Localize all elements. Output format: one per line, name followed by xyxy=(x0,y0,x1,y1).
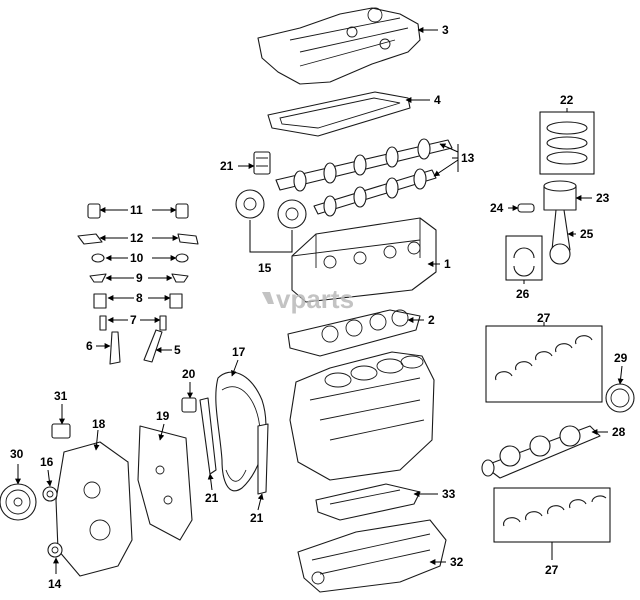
front-seal[interactable] xyxy=(47,542,63,558)
callout-33: 33 xyxy=(442,487,456,501)
callout-22: 22 xyxy=(560,93,574,107)
callout-11: 11 xyxy=(130,203,143,217)
valve-seals-7[interactable] xyxy=(99,315,167,331)
callout-9: 9 xyxy=(136,271,143,285)
camshaft-intake[interactable] xyxy=(275,138,453,192)
valve-springs-8[interactable] xyxy=(93,293,183,309)
callout-3: 3 xyxy=(442,23,449,37)
cylinder-head[interactable] xyxy=(291,217,437,303)
front-cover[interactable] xyxy=(55,441,133,577)
callout-14: 14 xyxy=(48,577,62,591)
callout-26: 26 xyxy=(516,287,530,301)
callout-1: 1 xyxy=(444,257,451,271)
callout-24: 24 xyxy=(490,201,504,215)
callout-30: 30 xyxy=(10,447,24,461)
callout-23: 23 xyxy=(596,191,610,205)
oil-pan[interactable] xyxy=(297,519,447,593)
valve-cover-gasket[interactable] xyxy=(267,91,411,137)
callout-5: 5 xyxy=(174,343,181,357)
piston-rings[interactable] xyxy=(539,111,595,175)
callout-21-sensor: 21 xyxy=(220,159,234,173)
callout-18: 18 xyxy=(92,417,106,431)
cam-position-sensor[interactable] xyxy=(253,151,271,175)
callout-10: 10 xyxy=(130,251,144,265)
valve-retainers-9[interactable] xyxy=(89,273,189,283)
rod-bearing[interactable] xyxy=(505,235,543,281)
chain-guide-left[interactable] xyxy=(199,397,217,475)
watermark-logo: vparts xyxy=(262,284,354,314)
camshaft-exhaust[interactable] xyxy=(313,168,437,217)
callout-20: 20 xyxy=(182,367,196,381)
callout-31: 31 xyxy=(54,389,68,403)
exhaust-valve-6[interactable] xyxy=(109,331,121,365)
valve-cover[interactable] xyxy=(257,7,421,85)
crankshaft-seal[interactable] xyxy=(42,486,58,502)
callout-4: 4 xyxy=(434,93,441,107)
callout-19: 19 xyxy=(156,409,170,423)
callout-21-guide-right: 21 xyxy=(250,511,264,525)
callout-17: 17 xyxy=(232,345,246,359)
lifters-11[interactable] xyxy=(87,203,189,219)
camshaft-solenoid[interactable] xyxy=(51,423,71,439)
chain-tensioner[interactable] xyxy=(181,397,197,413)
callout-28: 28 xyxy=(612,425,626,439)
engine-block[interactable] xyxy=(289,351,435,481)
timing-chain[interactable] xyxy=(215,371,267,492)
head-gasket[interactable] xyxy=(287,309,421,357)
callout-6: 6 xyxy=(86,339,93,353)
piston-pin[interactable] xyxy=(517,203,535,213)
callout-16: 16 xyxy=(40,455,54,469)
rear-main-seal[interactable] xyxy=(605,383,635,413)
callout-15: 15 xyxy=(258,261,272,275)
connecting-rod[interactable] xyxy=(549,209,571,265)
main-bearings-lower[interactable] xyxy=(493,487,611,543)
crankshaft-balancer[interactable] xyxy=(0,483,37,521)
watermark-text: vparts xyxy=(276,284,354,314)
cam-phaser-intake[interactable] xyxy=(235,189,265,219)
cam-phaser-exhaust[interactable] xyxy=(277,199,307,229)
oil-pump-tray[interactable] xyxy=(315,483,421,521)
callout-7: 7 xyxy=(130,313,137,327)
leader-lines xyxy=(15,27,624,574)
rocker-arms-12[interactable] xyxy=(77,233,199,245)
piston[interactable] xyxy=(543,180,577,211)
callout-27-upper: 27 xyxy=(537,311,551,325)
intake-valve-5[interactable] xyxy=(143,329,163,363)
timing-cover-inner[interactable] xyxy=(137,425,193,541)
callout-29: 29 xyxy=(614,351,628,365)
chain-guide-right[interactable] xyxy=(257,423,269,495)
callout-21-guide-left: 21 xyxy=(205,491,219,505)
callout-12: 12 xyxy=(130,231,144,245)
callout-32: 32 xyxy=(450,555,464,569)
callout-8: 8 xyxy=(136,291,143,305)
callouts: 3 4 21 13 15 1 2 33 32 17 20 21 21 19 18… xyxy=(10,23,628,591)
callout-27-lower: 27 xyxy=(545,563,559,577)
callout-13: 13 xyxy=(461,151,475,165)
main-bearings-upper[interactable] xyxy=(485,325,603,403)
crankshaft[interactable] xyxy=(481,425,601,479)
callout-25: 25 xyxy=(580,227,594,241)
callout-2: 2 xyxy=(428,313,435,327)
